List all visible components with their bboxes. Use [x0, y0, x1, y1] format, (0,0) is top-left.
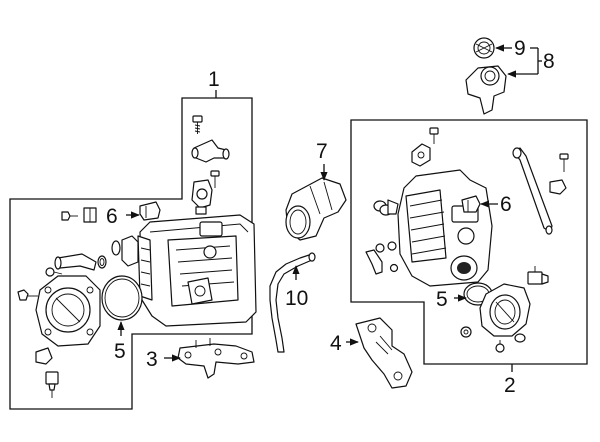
connector-plug-part [45, 371, 59, 398]
callout-5-right: 5 [436, 288, 448, 311]
clip-part [83, 207, 97, 223]
valve-part [191, 179, 213, 215]
bolt-part-2 [210, 170, 220, 188]
rod-part [512, 147, 553, 235]
grommet-part [549, 179, 567, 195]
throttle-body-part [35, 275, 101, 347]
screw-part [61, 211, 78, 221]
bolt-part-3 [45, 267, 63, 277]
sensor-part [139, 201, 161, 221]
callout-4: 4 [330, 332, 342, 355]
reservoir-part [465, 65, 507, 115]
pipe-part [54, 253, 97, 271]
o-ring-part [97, 255, 107, 269]
hose-part [365, 249, 383, 275]
bolt-part-6 [559, 153, 569, 172]
bolt-part [192, 115, 203, 134]
callout-5-left: 5 [114, 340, 126, 363]
nut-part [460, 326, 472, 338]
cap-part [473, 37, 495, 59]
callout-6-left: 6 [106, 205, 118, 228]
callout-7: 7 [316, 140, 328, 163]
bolt-part-8 [495, 340, 505, 353]
bolt-part-5 [429, 127, 439, 144]
bolt-part-7 [375, 241, 399, 273]
throttle-body-part-2 [479, 283, 531, 337]
callout-2: 2 [504, 374, 516, 397]
callout-9: 9 [514, 37, 526, 60]
intake-manifold-part-2 [397, 169, 493, 287]
hose-fitting-part-2 [411, 143, 431, 167]
bracket-part [177, 338, 255, 379]
connector-part-2 [527, 266, 549, 285]
sensor-part-2 [461, 195, 481, 213]
washer-part [514, 333, 526, 343]
intake-manifold-part [137, 214, 257, 327]
hose-fitting-part [191, 139, 230, 163]
connector-part [35, 347, 53, 365]
mount-bracket-part [355, 317, 413, 389]
vacuum-hose-part [269, 252, 316, 353]
bolt-part-4 [17, 289, 38, 301]
group-2-boundary [350, 119, 588, 365]
gasket-part [111, 235, 139, 267]
air-duct-part [285, 177, 347, 241]
callout-1: 1 [208, 68, 220, 91]
callout-6-right: 6 [500, 193, 512, 216]
callout-10: 10 [285, 287, 308, 310]
gasket-ring-part [101, 275, 143, 321]
group-1-boundary [9, 97, 253, 410]
callout-8: 8 [543, 50, 555, 73]
callout-3: 3 [146, 348, 158, 371]
fitting-part [373, 199, 399, 216]
